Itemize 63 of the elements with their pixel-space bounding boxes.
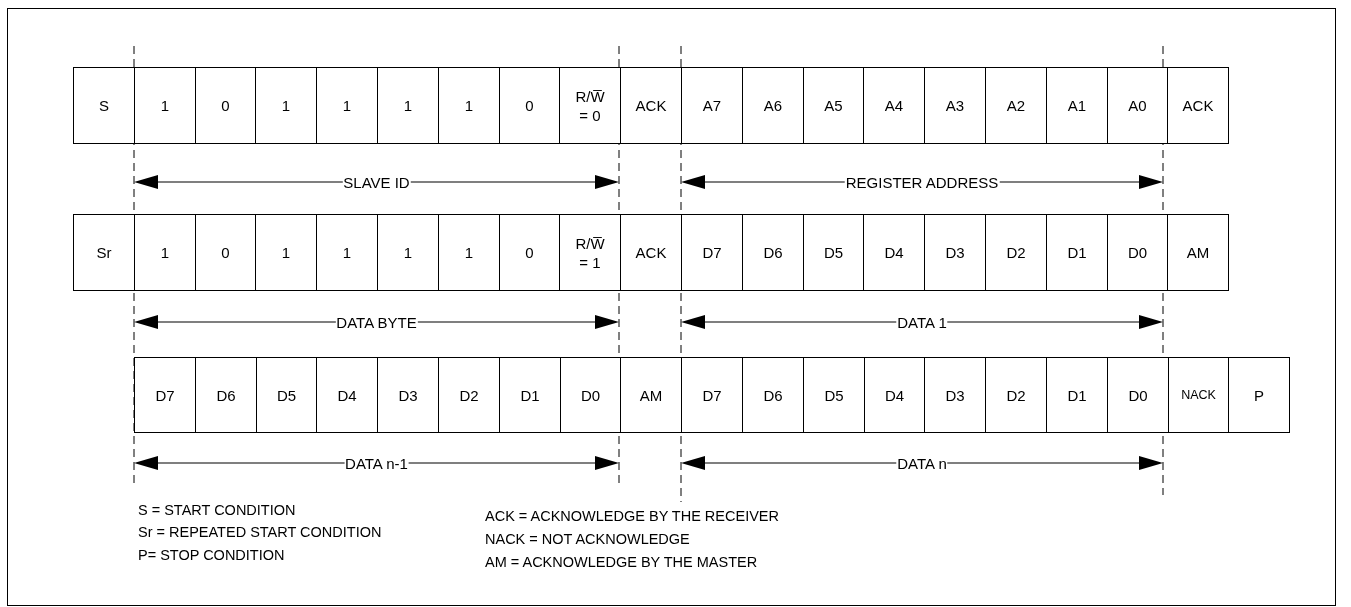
bit-field-cell: A2 [985,67,1047,144]
bit-field-cell: D2 [985,214,1047,291]
bit-field-cell: D5 [803,357,865,433]
legend-note: P= STOP CONDITION [138,546,285,565]
bit-field-cell: D7 [681,357,743,433]
bit-field-cell: D4 [864,357,925,433]
bit-field-cell: P [1228,357,1290,433]
bit-field-cell: D4 [863,214,925,291]
bit-field-cell: 0 [499,67,560,144]
bit-field-cell: A5 [803,67,864,144]
bit-field-cell: 1 [316,67,378,144]
bit-field-cell: A3 [924,67,986,144]
bit-field-cell: D1 [1046,357,1108,433]
bit-field-cell: D4 [316,357,378,433]
legend-note: ACK = ACKNOWLEDGE BY THE RECEIVER [485,507,779,526]
bit-field-cell: Sr [73,214,135,291]
bit-field-cell: D3 [377,357,439,433]
bit-field-cell: A6 [742,67,804,144]
legend-note: S = START CONDITION [138,501,296,520]
bit-field-cell: D0 [560,357,621,433]
bit-field-cell: D6 [742,357,804,433]
bit-field-cell: 1 [438,67,500,144]
bit-field-cell: D5 [803,214,864,291]
bit-field-cell: AM [620,357,682,433]
legend-note: AM = ACKNOWLEDGE BY THE MASTER [485,553,758,572]
bit-field-cell: D3 [924,357,986,433]
bit-field-cell: D6 [742,214,804,291]
bit-field-cell: 1 [377,67,439,144]
bit-field-cell: ACK [620,67,682,144]
bit-field-cell: R/W̅ = 1 [559,214,621,291]
bit-field-cell: 1 [255,214,317,291]
bit-field-cell: 1 [438,214,500,291]
bit-field-cell: D6 [195,357,257,433]
legend-note: Sr = REPEATED START CONDITION [138,523,382,542]
bit-field-cell: D3 [924,214,986,291]
bit-field-cell: A1 [1046,67,1108,144]
bit-field-cell: AM [1167,214,1229,291]
bit-field-cell: S [73,67,135,144]
bit-field-cell: 1 [377,214,439,291]
bit-field-cell: 0 [499,214,560,291]
bit-field-cell: 1 [316,214,378,291]
bit-field-cell: A7 [681,67,743,144]
bit-field-cell: D0 [1107,357,1169,433]
bit-field-cell: 1 [134,214,196,291]
bit-field-cell: D0 [1107,214,1168,291]
bit-field-cell: 1 [255,67,317,144]
bit-field-cell: D1 [1046,214,1108,291]
bit-field-cell: 0 [195,214,256,291]
bit-field-cell: A0 [1107,67,1168,144]
bit-field-cell: D2 [985,357,1047,433]
bit-field-cell: 1 [134,67,196,144]
legend-note: NACK = NOT ACKNOWLEDGE [485,530,690,549]
bit-field-cell: D7 [681,214,743,291]
bit-field-cell: D7 [134,357,196,433]
bit-field-cell: D2 [438,357,500,433]
bit-field-cell: ACK [1167,67,1229,144]
bit-field-cell: R/W̅ = 0 [559,67,621,144]
bit-field-cell: D5 [256,357,317,433]
bit-field-cell: A4 [863,67,925,144]
bit-field-cell: NACK [1168,357,1229,433]
bit-field-cell: ACK [620,214,682,291]
bit-field-cell: D1 [499,357,561,433]
bit-field-cell: 0 [195,67,256,144]
